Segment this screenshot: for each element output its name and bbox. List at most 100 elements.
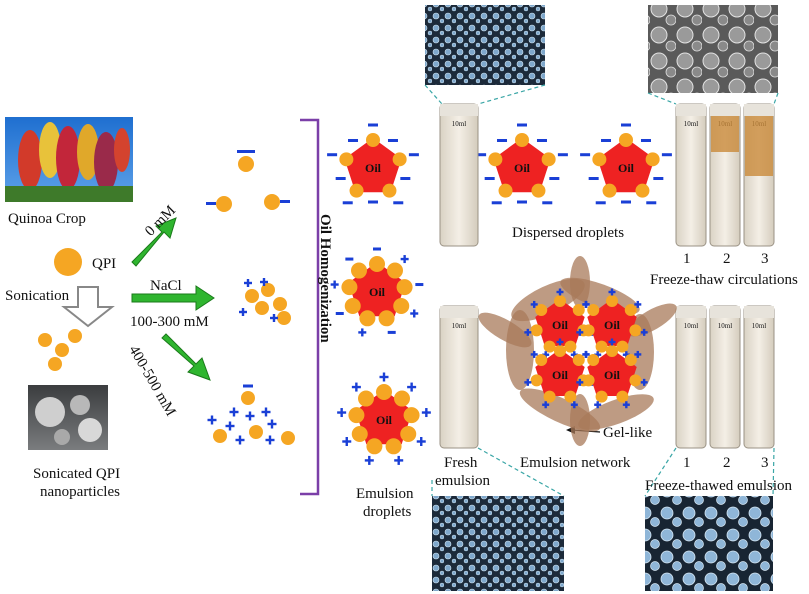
- tube-scale: 10ml: [684, 322, 698, 330]
- gel-like-label: Gel-like: [603, 425, 652, 441]
- tube-separated-layer: [711, 116, 739, 152]
- protein-particle: [564, 390, 577, 403]
- positive-charge: [340, 408, 343, 418]
- protein-particle: [366, 438, 383, 455]
- protein-particle: [572, 304, 585, 317]
- protein-particle: [629, 374, 642, 387]
- protein-particle: [543, 390, 556, 403]
- sonication-label: Sonication: [5, 288, 70, 304]
- oil-core: [344, 138, 402, 193]
- negative-charge: [497, 138, 508, 142]
- positive-charge: [355, 382, 358, 392]
- protein-particle: [261, 283, 275, 297]
- protein-particle: [359, 310, 376, 327]
- tube-0mm: 10ml: [439, 103, 479, 247]
- protein-particle: [543, 340, 556, 353]
- negative-charge: [517, 200, 527, 204]
- protein-particle: [341, 279, 358, 296]
- protein-particle: [255, 301, 269, 315]
- ft-emulsion-label: Freeze-thawed emulsion: [645, 478, 793, 494]
- oil-label: Oil: [604, 318, 621, 332]
- protein-particle: [592, 152, 607, 167]
- protein-particle: [619, 133, 633, 147]
- protein-particle: [616, 340, 629, 353]
- positive-charge: [345, 437, 348, 446]
- positive-charge: [420, 437, 423, 446]
- negative-charge: [327, 153, 338, 157]
- positive-charge: [584, 350, 588, 358]
- negative-charge: [491, 201, 502, 205]
- tube-ft-3: 10ml: [743, 103, 775, 247]
- oil-label: Oil: [604, 368, 621, 382]
- negative-charge: [536, 138, 547, 142]
- protein-particle: [498, 183, 513, 198]
- oil-label: Oil: [552, 318, 569, 332]
- positive-charge: [232, 407, 236, 417]
- negative-charge: [342, 201, 353, 205]
- negative-charge: [601, 138, 612, 142]
- protein-particle: [515, 133, 529, 147]
- negative-charge: [335, 177, 346, 181]
- droplet-mid: Oil: [330, 247, 424, 337]
- positive-charge: [228, 421, 232, 431]
- protein-particle: [572, 354, 585, 367]
- tube-cap: [710, 306, 740, 318]
- protein-particle: [385, 438, 402, 455]
- nanoparticles-label-line1: Sonicated QPI: [33, 466, 120, 482]
- gel-strand: [478, 312, 532, 348]
- conc-high-label: 400-500 mM: [125, 343, 178, 419]
- negative-charge: [243, 384, 253, 388]
- oil-label: Oil: [552, 368, 569, 382]
- positive-charge: [532, 350, 536, 358]
- tube-number-top-2: 2: [723, 251, 731, 267]
- negative-charge: [646, 201, 657, 205]
- protein-particle: [241, 391, 255, 405]
- negative-charge: [415, 283, 424, 287]
- protein-particle: [587, 354, 600, 367]
- protein-particle: [535, 354, 548, 367]
- positive-charge: [573, 401, 576, 409]
- protein-particle: [351, 262, 368, 279]
- protein-particle: [358, 390, 375, 407]
- oil-core: [535, 299, 585, 347]
- negative-charge: [557, 153, 568, 157]
- positive-charge: [532, 300, 536, 308]
- protein-particle: [396, 279, 413, 296]
- positive-charge: [210, 415, 214, 425]
- negative-charge: [345, 257, 354, 261]
- quinoa-crop-photo: [5, 117, 133, 202]
- positive-charge: [397, 455, 400, 465]
- protein-particle: [351, 426, 368, 442]
- protein-particle: [645, 152, 660, 167]
- negative-charge: [621, 123, 631, 127]
- positive-charge: [248, 411, 252, 421]
- protein-particle: [564, 340, 577, 353]
- micrograph-bottom-left: [432, 496, 564, 591]
- negative-charge: [393, 201, 404, 205]
- protein-particle: [635, 183, 650, 198]
- positive-charge: [610, 288, 614, 296]
- emulsion-network-label: Emulsion network: [520, 455, 631, 471]
- droplet-0mm: Oil: [327, 123, 419, 205]
- sonicated-particles: [38, 329, 82, 371]
- fresh-label-line1: Fresh: [444, 455, 478, 471]
- positive-charge: [596, 351, 599, 359]
- oil-label: Oil: [376, 413, 393, 427]
- positive-charge: [578, 328, 582, 336]
- negative-charge: [400, 177, 411, 181]
- negative-charge: [621, 200, 631, 204]
- arrow-right-green-icon: [131, 285, 215, 311]
- positive-charge: [270, 419, 274, 429]
- dashed-connectors: [424, 84, 779, 497]
- conc-mid-label: 100-300 mM: [130, 314, 209, 330]
- negative-charge: [476, 153, 487, 157]
- protein-particle: [587, 304, 600, 317]
- gel-strand: [578, 394, 654, 430]
- negative-charge: [588, 177, 599, 181]
- oil-label: Oil: [365, 161, 382, 175]
- positive-charge: [246, 279, 250, 287]
- negative-charge: [348, 138, 359, 142]
- protein-particle: [339, 152, 354, 167]
- protein-particle: [281, 431, 295, 445]
